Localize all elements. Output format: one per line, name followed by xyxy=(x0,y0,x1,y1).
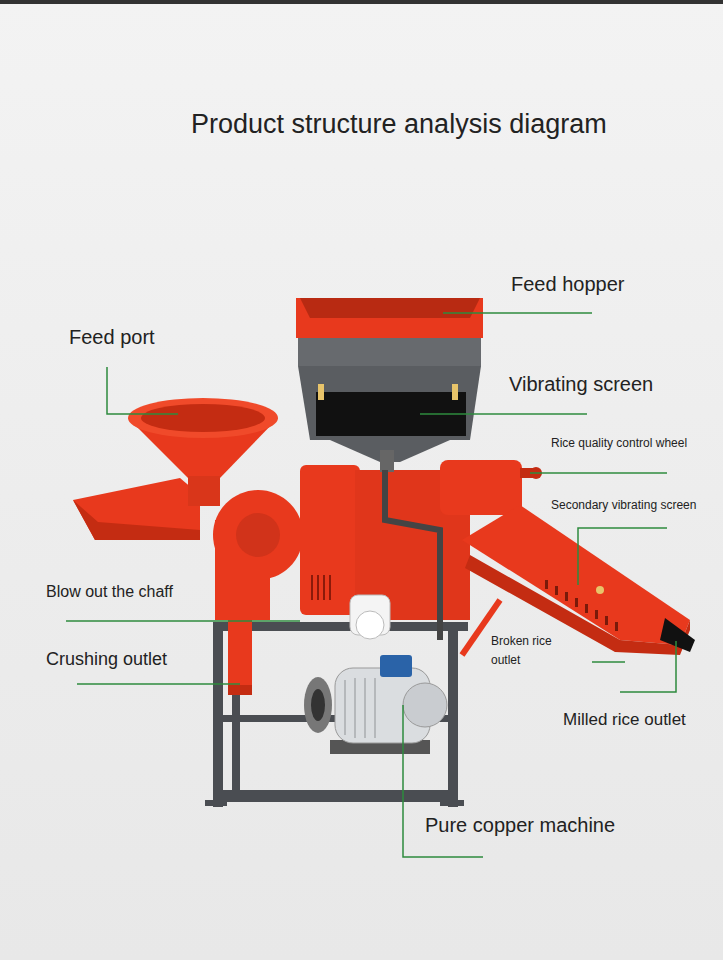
part-label: Secondary vibrating screen xyxy=(551,498,696,512)
part-label: Vibrating screen xyxy=(509,372,653,396)
part-label: Crushing outlet xyxy=(46,649,167,671)
part-label: Feed hopper xyxy=(511,272,624,296)
part-label: Feed port xyxy=(69,325,155,349)
part-label: Broken rice outlet xyxy=(491,632,569,669)
part-label: Pure copper machine xyxy=(425,813,615,837)
top-bar xyxy=(0,0,723,4)
diagram-title: Product structure analysis diagram xyxy=(191,108,607,140)
part-label: Milled rice outlet xyxy=(563,710,686,730)
part-label: Blow out the chaff xyxy=(46,582,173,601)
part-label: Rice quality control wheel xyxy=(551,436,687,450)
